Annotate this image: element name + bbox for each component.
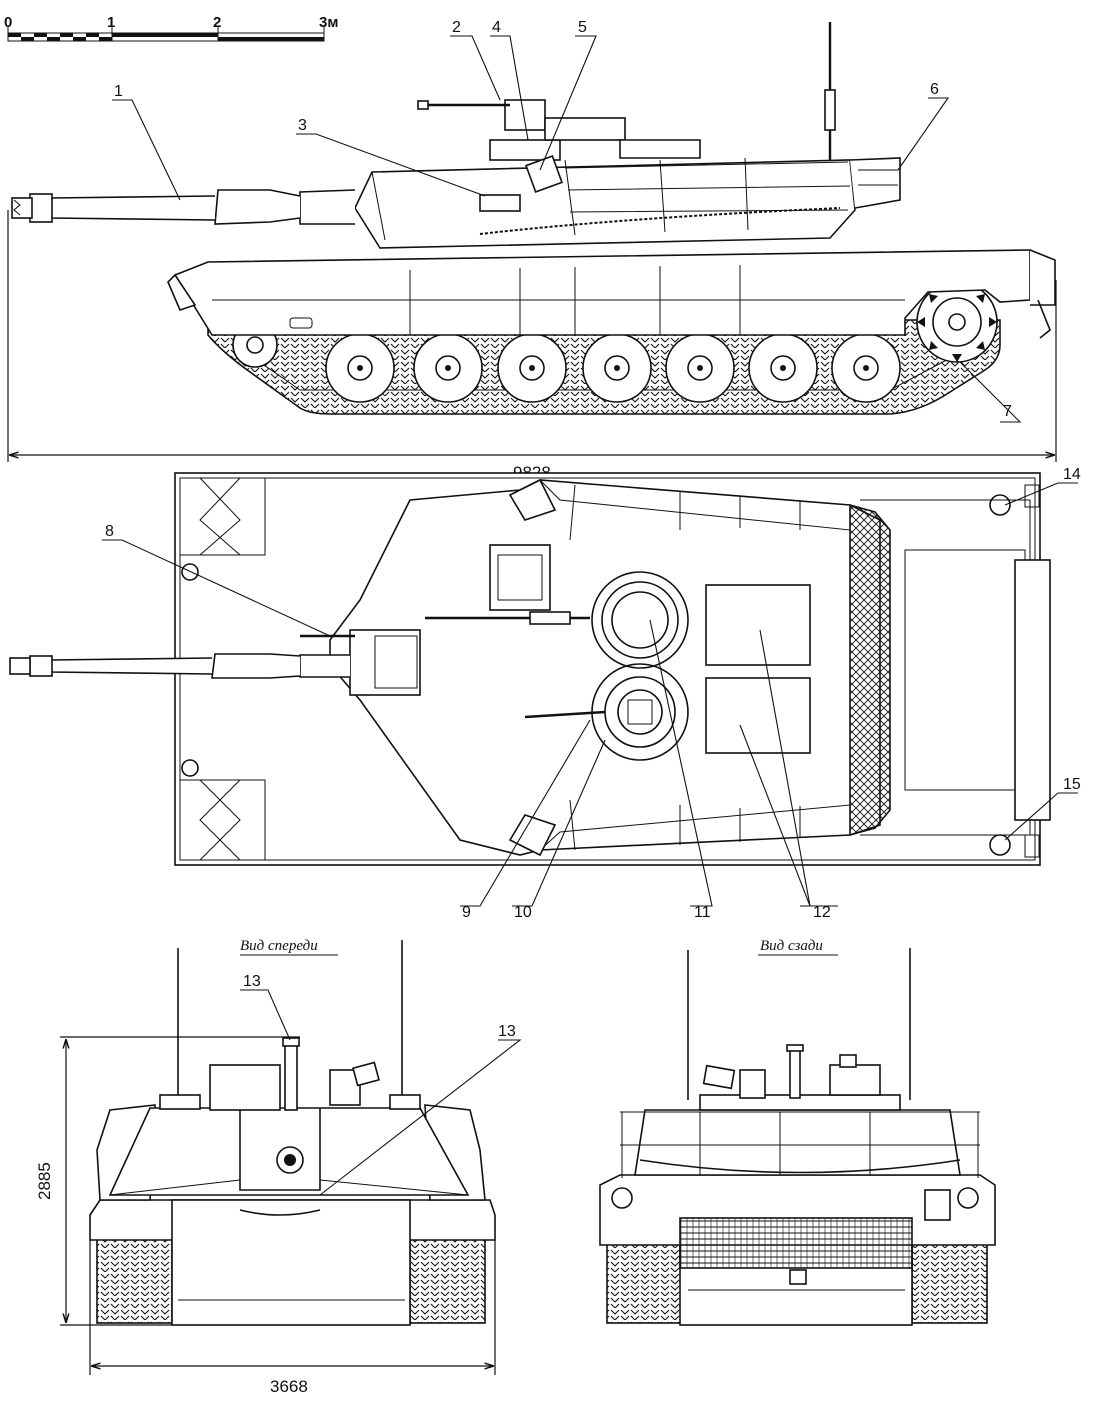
front-view-callouts: 13 13 [240,973,522,1196]
height-dimension: 2885 [35,1162,54,1200]
callout-10: 10 [514,904,532,921]
scale-label-1: 1 [107,14,115,31]
callout-11: 11 [694,904,711,921]
rear-view-caption: Вид сзади [760,938,823,954]
callout-1: 1 [114,83,123,100]
callout-7: 7 [1003,403,1012,420]
width-dimension: 3668 [270,1377,308,1396]
callout-15: 13 [498,1023,516,1040]
callout-5: 5 [578,19,587,36]
callout-13b: 15 [1063,776,1081,793]
callout-3: 3 [298,117,307,134]
callout-4: 4 [492,19,501,36]
top-view [9,472,1051,866]
scale-label-2: 2 [213,14,221,31]
callout-14: 13 [243,973,261,990]
rear-view: Вид сзади [599,938,996,1326]
top-view-callouts: 8 14 15 9 10 11 12 [102,466,1081,921]
main-gun [11,189,356,225]
road-wheels [325,333,901,403]
callout-6: 6 [930,81,939,98]
side-view: 9828 [7,22,1057,482]
scale-label-3: 3м [319,14,338,31]
scale-label-0: 0 [4,14,12,31]
callout-9: 9 [462,904,471,921]
scale-bar: 0 1 2 3м [4,14,338,42]
drive-sprocket [916,281,998,363]
callout-2: 2 [452,19,461,36]
callout-8: 8 [105,523,114,540]
callout-13a: 14 [1063,466,1081,483]
callout-12: 12 [813,904,831,921]
front-view-caption: Вид спереди [240,938,318,954]
top-main-gun [9,653,350,679]
side-view-callouts: 1 2 4 5 3 6 7 [112,19,1022,423]
front-view: Вид спереди 2885 [35,938,496,1396]
